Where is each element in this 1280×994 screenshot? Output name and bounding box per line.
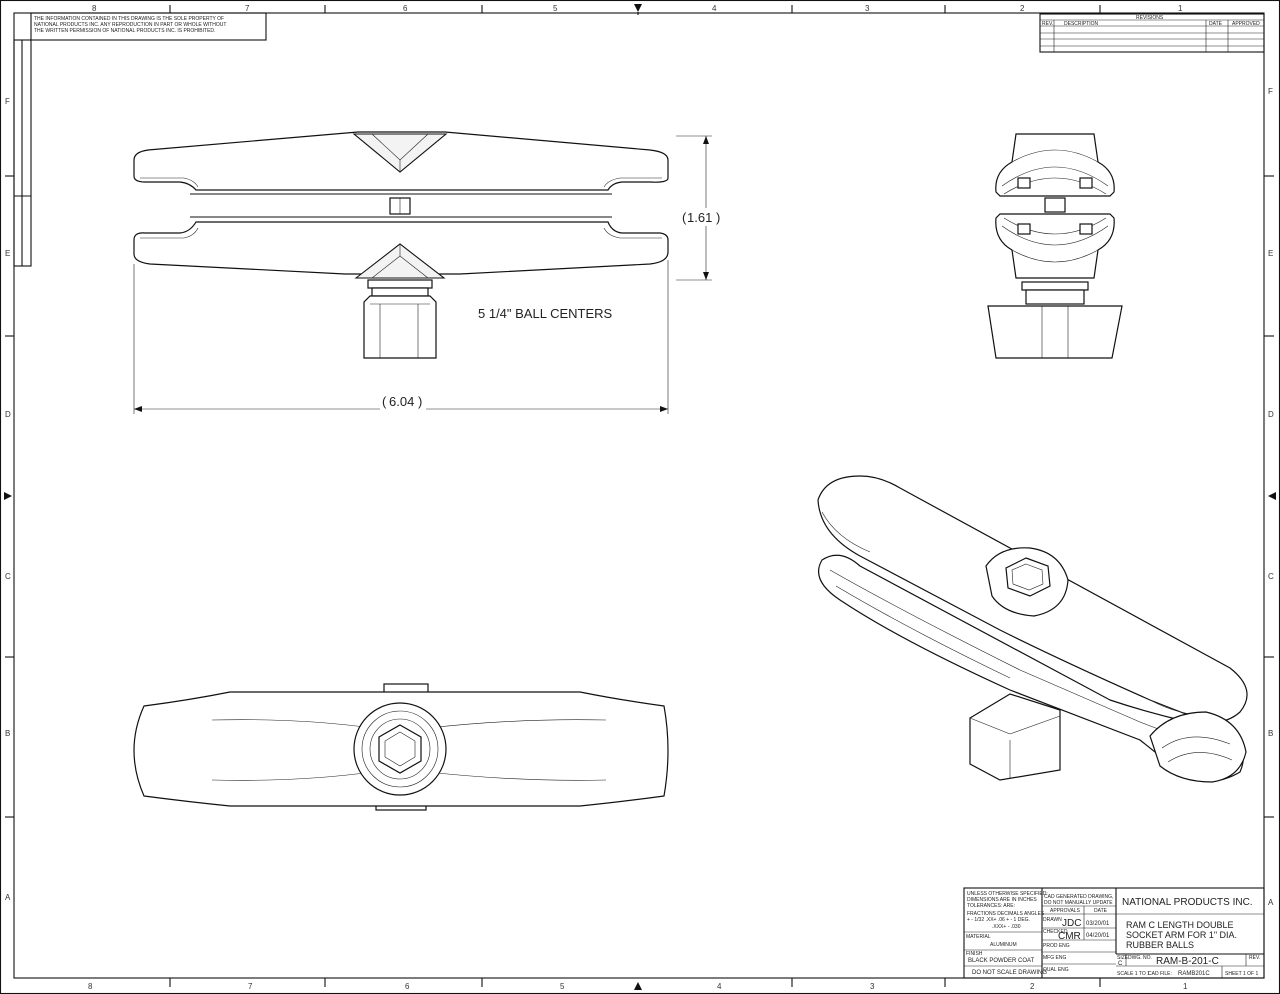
svg-text:REV.: REV. <box>1042 21 1053 27</box>
front-view <box>133 131 669 359</box>
svg-text:3: 3 <box>870 982 875 991</box>
svg-text:C: C <box>5 572 11 581</box>
svg-text:ALUMINUM: ALUMINUM <box>990 942 1017 948</box>
svg-text:04/20/01: 04/20/01 <box>1086 933 1110 939</box>
svg-text:C: C <box>1118 961 1123 967</box>
svg-text:8: 8 <box>92 4 97 13</box>
svg-text:A: A <box>1268 898 1274 907</box>
side-view <box>987 133 1123 359</box>
revisions-table: REVISIONS REV. DESCRIPTION DATE APPROVED <box>1039 13 1265 53</box>
svg-text:DO NOT SCALE DRAWING: DO NOT SCALE DRAWING <box>972 970 1047 976</box>
svg-text:1: 1 <box>1178 4 1183 13</box>
svg-text:CAD FILE:: CAD FILE: <box>1148 971 1172 977</box>
svg-text:RAMB201C: RAMB201C <box>1178 971 1210 977</box>
drawing-title-2: SOCKET ARM FOR 1" DIA. <box>1126 930 1237 940</box>
svg-text:): ) <box>418 394 422 409</box>
svg-text:6: 6 <box>405 982 410 991</box>
left-strip <box>13 39 32 267</box>
checked-by: CMR <box>1058 931 1081 942</box>
length-dimension-value: 6.04 <box>389 394 414 409</box>
isometric-view <box>817 475 1248 783</box>
svg-text:A: A <box>5 893 11 902</box>
svg-text:THE WRITTEN PERMISSION OF NATI: THE WRITTEN PERMISSION OF NATIONAL PRODU… <box>34 28 215 34</box>
svg-text:5: 5 <box>560 982 565 991</box>
svg-text:DATE: DATE <box>1094 908 1108 914</box>
svg-text:C: C <box>1268 572 1274 581</box>
svg-text:F: F <box>5 97 10 106</box>
svg-text:DO NOT MANUALLY UPDATE: DO NOT MANUALLY UPDATE <box>1044 900 1113 906</box>
svg-text:REVISIONS: REVISIONS <box>1136 15 1164 21</box>
height-dimension-value: 1.61 <box>687 210 712 225</box>
svg-text:2: 2 <box>1020 4 1025 13</box>
svg-text:D: D <box>5 410 11 419</box>
drawing-title-1: RAM C LENGTH DOUBLE <box>1126 920 1234 930</box>
svg-text:2: 2 <box>1030 982 1035 991</box>
svg-text:4: 4 <box>717 982 722 991</box>
zone-ticks <box>5 5 1274 987</box>
svg-text:DESCRIPTION: DESCRIPTION <box>1064 21 1099 27</box>
svg-text:REV.: REV. <box>1249 955 1260 961</box>
svg-text:E: E <box>1268 249 1273 258</box>
svg-text:APPROVED: APPROVED <box>1232 21 1260 27</box>
top-view <box>133 683 669 811</box>
svg-text:DRAWN: DRAWN <box>1043 917 1062 923</box>
svg-text:7: 7 <box>245 4 250 13</box>
svg-text:MATERIAL: MATERIAL <box>966 934 991 940</box>
svg-text:DATE: DATE <box>1209 21 1223 27</box>
svg-text:UNLESS OTHERWISE SPECIFIED:: UNLESS OTHERWISE SPECIFIED: <box>967 891 1048 897</box>
svg-text:DWG. NO.: DWG. NO. <box>1128 955 1152 961</box>
svg-text:(: ( <box>382 394 387 409</box>
svg-text:TOLERANCES: ARE:: TOLERANCES: ARE: <box>967 903 1015 909</box>
svg-text:SCALE 1 TO 1: SCALE 1 TO 1 <box>1117 971 1150 977</box>
dimension-length: ( 6.04 ) <box>133 260 669 414</box>
svg-text:NATIONAL PRODUCTS INC. ANY REP: NATIONAL PRODUCTS INC. ANY REPRODUCTION … <box>34 22 226 28</box>
svg-text:D: D <box>1268 410 1274 419</box>
svg-text:APPROVALS: APPROVALS <box>1050 908 1081 914</box>
svg-text:FINISH: FINISH <box>966 951 983 957</box>
drawing-number: RAM-B-201-C <box>1156 956 1219 967</box>
zone-labels-top: 8 7 6 5 4 3 2 1 <box>92 4 1183 13</box>
svg-text:.XXX+ - .030: .XXX+ - .030 <box>992 924 1021 930</box>
dimension-height: ( 1.61 ) <box>676 135 724 281</box>
zone-labels-bottom: 8 7 6 5 4 3 2 1 <box>88 982 1188 991</box>
svg-text:1: 1 <box>1183 982 1188 991</box>
zone-labels-right: F E D C B A <box>1268 87 1274 907</box>
svg-text:SIZE: SIZE <box>1117 955 1129 961</box>
svg-text:7: 7 <box>248 982 253 991</box>
svg-text:03/20/01: 03/20/01 <box>1086 921 1110 927</box>
svg-text:FRACTIONS DECIMALS ANGLES: FRACTIONS DECIMALS ANGLES <box>967 911 1045 917</box>
svg-text:E: E <box>5 249 10 258</box>
svg-text:5: 5 <box>553 4 558 13</box>
svg-text:+ - 1/32 .XX+ .06 + - 1 DE: + - 1/32 .XX+ .06 + - 1 DEG. <box>967 917 1030 923</box>
svg-text:CAD GENERATED DRAWING,: CAD GENERATED DRAWING, <box>1044 894 1113 900</box>
svg-text:F: F <box>1268 87 1273 96</box>
svg-text:THE INFORMATION CONTAINED IN T: THE INFORMATION CONTAINED IN THIS DRAWIN… <box>34 16 224 22</box>
svg-text:3: 3 <box>865 4 870 13</box>
center-marks <box>4 4 1276 990</box>
svg-text:MFG ENG: MFG ENG <box>1043 955 1066 961</box>
svg-text:6: 6 <box>403 4 408 13</box>
svg-text:PROD ENG: PROD ENG <box>1043 943 1070 949</box>
drawn-by: JDC <box>1062 918 1081 929</box>
svg-text:8: 8 <box>88 982 93 991</box>
svg-text:CHECKED: CHECKED <box>1043 929 1068 935</box>
svg-text:B: B <box>5 729 10 738</box>
inner-frame <box>13 12 1265 979</box>
svg-text:QUAL ENG: QUAL ENG <box>1043 967 1069 973</box>
svg-text:): ) <box>716 210 720 225</box>
zone-labels-left: F E D C B A <box>5 97 11 902</box>
company-name: NATIONAL PRODUCTS INC. <box>1122 897 1253 908</box>
svg-text:4: 4 <box>712 4 717 13</box>
ball-centers-note: 5 1/4" BALL CENTERS <box>478 306 613 321</box>
proprietary-notice: THE INFORMATION CONTAINED IN THIS DRAWIN… <box>30 12 267 41</box>
svg-text:SHEET 1 OF 1: SHEET 1 OF 1 <box>1225 971 1258 977</box>
drawing-title-3: RUBBER BALLS <box>1126 940 1194 950</box>
title-block: UNLESS OTHERWISE SPECIFIED: DIMENSIONS A… <box>963 887 1265 979</box>
svg-text:(: ( <box>682 210 687 225</box>
svg-text:B: B <box>1268 729 1273 738</box>
finish-value: BLACK POWDER COAT <box>968 958 1035 964</box>
svg-text:DIMENSIONS ARE IN INCHES: DIMENSIONS ARE IN INCHES <box>967 897 1037 903</box>
